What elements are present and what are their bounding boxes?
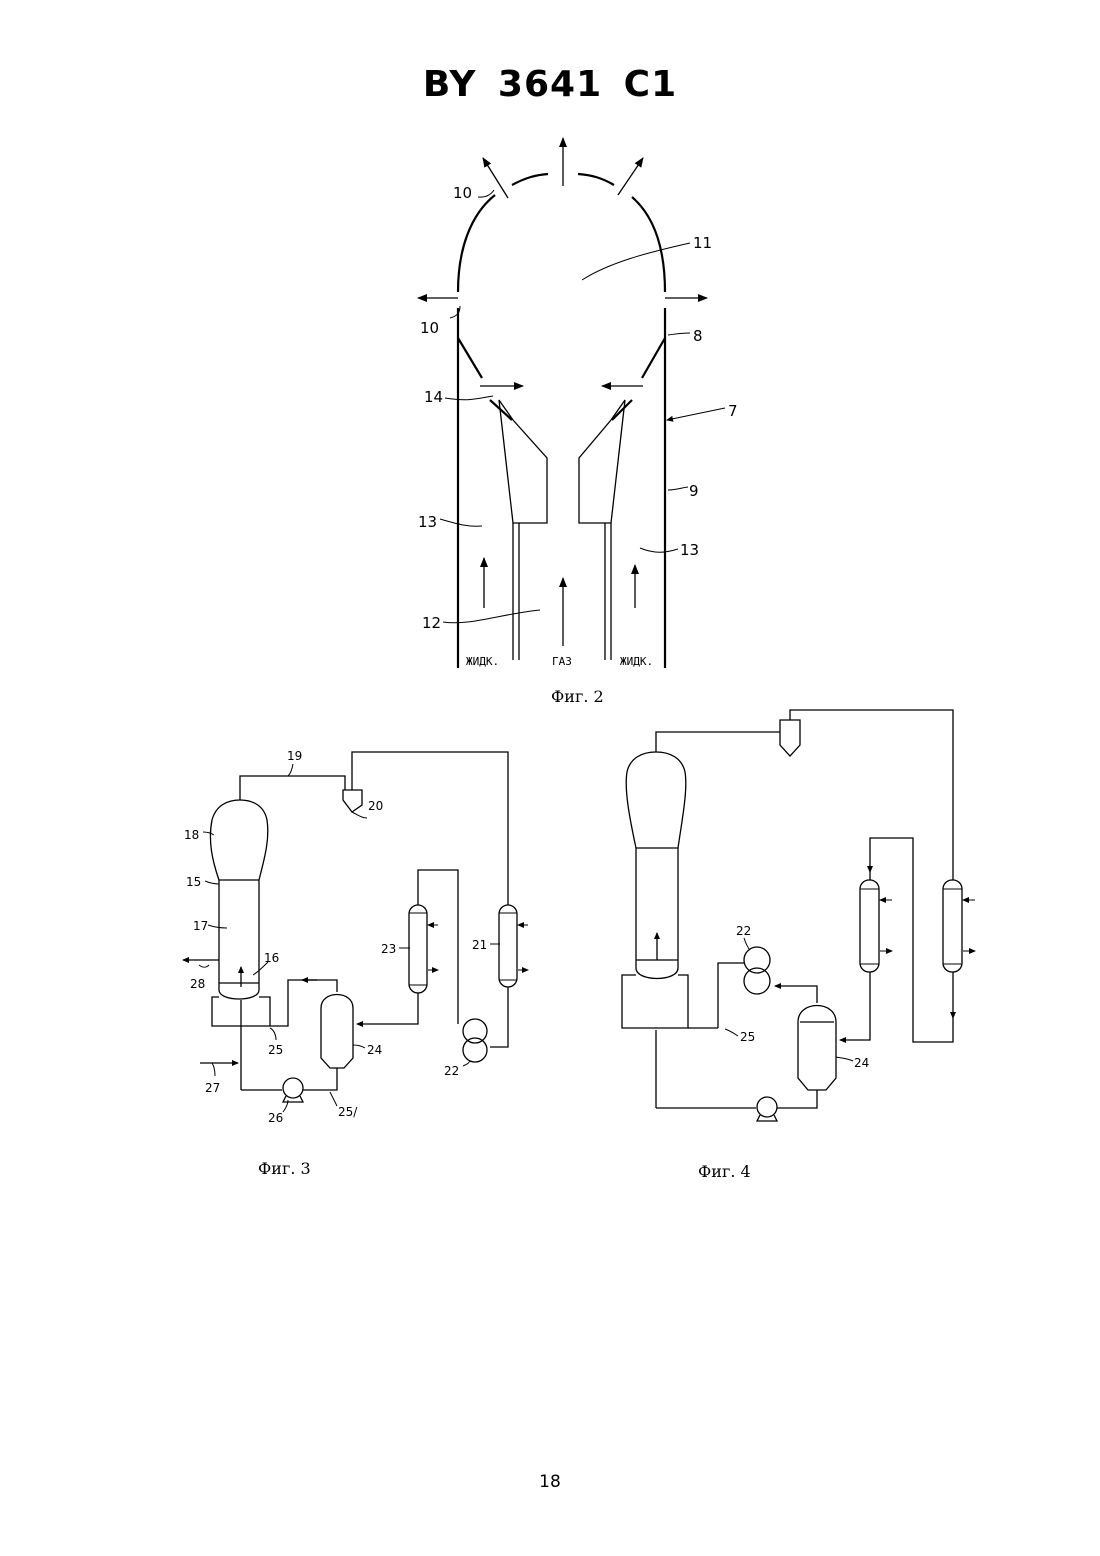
fig2-label-8: 8 [693, 327, 703, 345]
fig3-label-26: 26 [268, 1111, 283, 1125]
fig3-caption: Фиг. 3 [258, 1159, 311, 1178]
dome-arc-segment [512, 174, 548, 185]
cyclone-overhead-line [790, 710, 953, 880]
fig4-label-25: 25 [740, 1030, 755, 1044]
fig2-label-13: 13 [680, 541, 699, 559]
fig2-label-12: 12 [422, 614, 441, 632]
fig3-label-28: 28 [190, 977, 205, 991]
fig2-label-9: 9 [689, 482, 699, 500]
fig3-label-15: 15 [186, 875, 201, 889]
fig3-label-25-prime: 25/ [338, 1105, 358, 1119]
outlet-arrow-right [618, 158, 643, 195]
figure-2-separator-diagram: 10 11 10 8 7 14 9 13 13 12 ЖИДК. ГАЗ ЖИД… [418, 138, 738, 668]
figure-4-process-flow: 22 25 24 [622, 710, 975, 1121]
reactor-bottom [636, 968, 678, 979]
cyclone [780, 720, 800, 756]
fig3-label-25: 25 [268, 1043, 283, 1057]
fig3-label-18: 18 [184, 828, 199, 842]
line-25-loop [622, 975, 688, 1028]
cyclone-overhead-line [352, 752, 508, 905]
pump [757, 1097, 777, 1117]
cone-left-upper [458, 338, 482, 378]
fig3-label-20: 20 [368, 799, 383, 813]
exchanger-21 [499, 905, 517, 987]
blower-22 [463, 1019, 487, 1043]
fig3-label-21: 21 [472, 938, 487, 952]
line-to-24 [840, 972, 870, 1040]
line-to-blower-22 [490, 987, 508, 1047]
line-19 [240, 776, 345, 800]
line-blower-to-23 [418, 870, 458, 1024]
dome-arc-segment [578, 174, 614, 185]
line-22-down [718, 963, 744, 1028]
line-24-bottom [777, 1090, 817, 1108]
fig2-bottom-label-left: ЖИДК. [466, 655, 499, 668]
fig2-label-13: 13 [418, 513, 437, 531]
fig2-caption: Фиг. 2 [551, 687, 604, 706]
fig3-label-22: 22 [444, 1064, 459, 1078]
nozzle-right-lip [612, 400, 632, 420]
fig2-label-14: 14 [424, 388, 443, 406]
fig4-label-24: 24 [854, 1056, 869, 1070]
reactor-top-chamber [210, 800, 267, 880]
fig2-label-11: 11 [693, 234, 712, 252]
fig4-caption: Фиг. 4 [698, 1162, 751, 1181]
blower-22 [744, 947, 770, 973]
fig3-label-19: 19 [287, 749, 302, 763]
outlet-arrow-left [483, 158, 508, 198]
line-top [656, 732, 780, 752]
fig2-bottom-label-center: ГАЗ [552, 655, 572, 668]
exchanger-right [943, 880, 962, 972]
separator-24 [321, 995, 353, 1069]
exchanger-23 [409, 905, 427, 993]
nozzle-right-hatched [579, 400, 625, 523]
fig2-label-7: 7 [728, 402, 738, 420]
fig3-label-16: 16 [264, 951, 279, 965]
line-25-prime [303, 1068, 337, 1090]
fig2-label-10: 10 [453, 184, 472, 202]
page-number: 18 [0, 1472, 1100, 1492]
line-24-top [270, 980, 337, 1026]
fig3-label-23: 23 [381, 942, 396, 956]
fig3-label-24: 24 [367, 1043, 382, 1057]
reactor-bottom [219, 990, 259, 999]
fig3-label-17: 17 [193, 919, 208, 933]
cyclone-20 [343, 790, 362, 812]
figure-3-process-flow: 19 20 18 15 17 16 28 23 21 25 24 22 27 2… [183, 749, 528, 1125]
separator-24 [798, 1006, 836, 1091]
line-24-to-22 [775, 986, 817, 1003]
recycle-line [870, 838, 953, 1042]
line-23-to-24 [357, 993, 418, 1024]
fig2-bottom-label-right: ЖИДК. [620, 655, 653, 668]
cone-right-upper [642, 338, 665, 378]
dome-left-arc [458, 195, 495, 292]
reactor-top-chamber [626, 752, 686, 848]
nozzle-left-hatched [499, 400, 547, 523]
fig2-label-10: 10 [420, 319, 439, 337]
fig3-label-27: 27 [205, 1081, 220, 1095]
fig4-label-22: 22 [736, 924, 751, 938]
exchanger-middle [860, 880, 879, 972]
pump-26 [283, 1078, 303, 1098]
dome-right-arc [632, 197, 665, 292]
